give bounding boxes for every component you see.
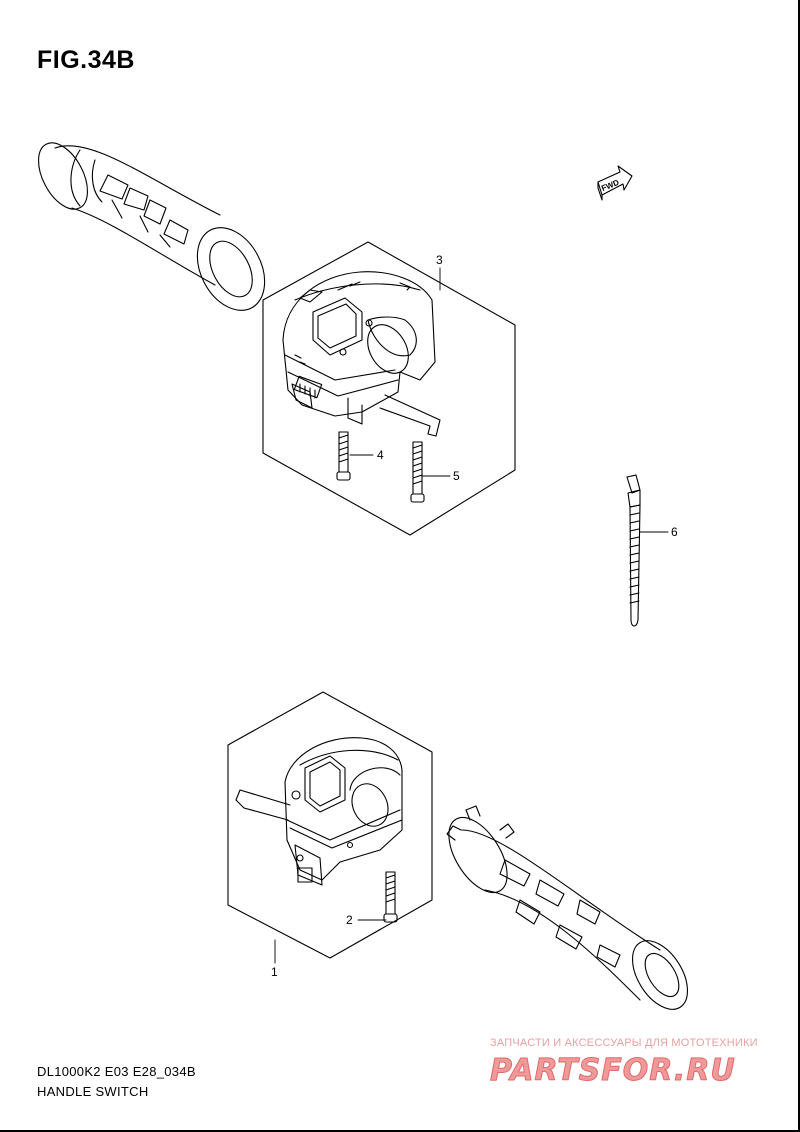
cable-tie [627,475,640,626]
left-handle-switch [236,738,402,885]
callout-6: 6 [671,525,678,539]
screw-5 [411,442,424,502]
callout-4: 4 [377,448,384,462]
callout-3: 3 [436,253,443,267]
left-grip [28,135,278,322]
model-code: DL1000K2 E03 E28_034B [37,1064,196,1079]
lower-assembly-outline [228,692,432,958]
watermark-logo: PARTSFOR.RU [490,1053,736,1089]
callout-1: 1 [271,965,278,979]
figure-name: HANDLE SWITCH [37,1084,149,1099]
screw-4 [337,432,350,480]
fwd-direction-arrow: FWD [598,166,632,200]
upper-assembly-outline [263,242,515,535]
screw-2 [384,872,397,922]
right-grip [437,806,699,1019]
watermark-logo-text: PARTSFOR.RU [490,1053,736,1088]
watermark-tagline: ЗАПЧАСТИ И АКСЕССУАРЫ ДЛЯ МОТОТЕХНИКИ [490,1037,758,1049]
callout-2: 2 [346,913,353,927]
right-handle-switch [283,272,440,436]
figure-title: FIG.34B [37,46,135,74]
callout-5: 5 [453,469,460,483]
leader-lines [275,268,668,963]
